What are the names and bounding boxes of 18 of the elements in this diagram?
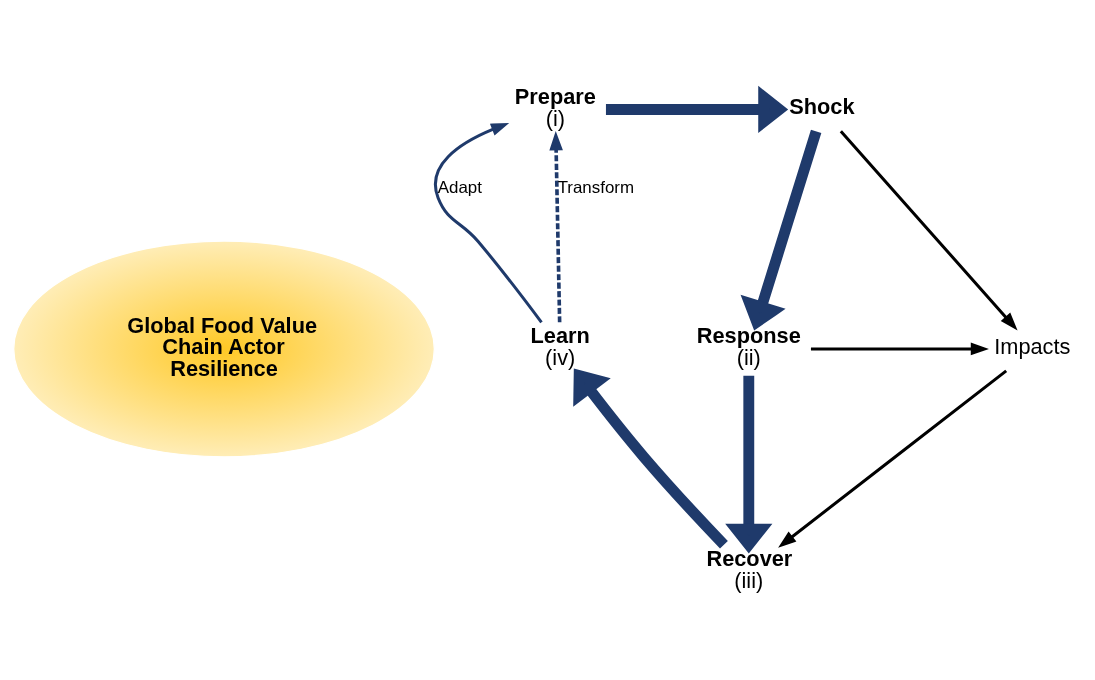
arrow — [573, 368, 728, 548]
node-text: Prepare (i) — [514, 83, 596, 131]
node-text: Response (ii) — [696, 322, 801, 370]
node-text: Shock — [789, 93, 855, 119]
arrow — [434, 122, 543, 323]
node-ellipse: Global Food Value Chain Actor Resilience — [13, 240, 435, 457]
node-text: Recover (iii) — [706, 545, 793, 593]
arrow — [605, 85, 789, 133]
edge-label: Adapt — [437, 177, 482, 197]
edge-label: Transform — [557, 177, 635, 197]
node-text: Learn (iv) — [530, 322, 590, 370]
arrow — [778, 369, 1008, 548]
arrow — [725, 375, 773, 554]
node-text: Impacts — [994, 333, 1071, 359]
arrow — [839, 129, 1018, 330]
arrow — [810, 342, 989, 355]
arrow — [549, 130, 563, 322]
arrow — [740, 129, 822, 330]
